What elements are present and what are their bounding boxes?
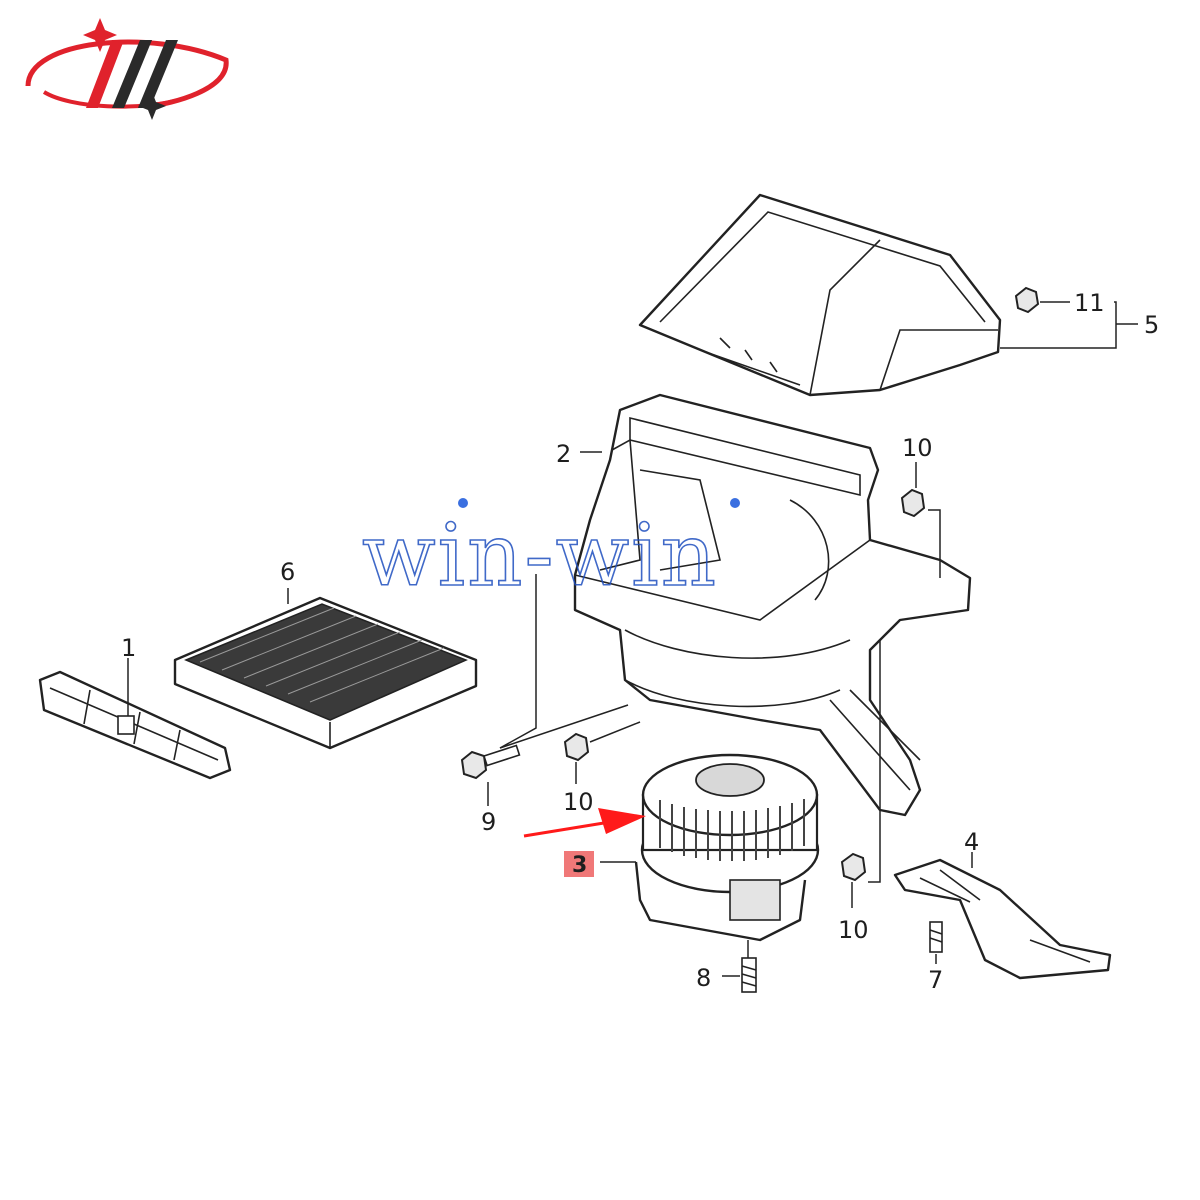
callout-3: 3 (572, 853, 587, 878)
callout-10-bottom: 10 (838, 916, 869, 944)
callout-5: 5 (1144, 311, 1159, 339)
part-6-cabin-filter (173, 596, 478, 750)
nut-10-mid (563, 732, 590, 762)
callout-8: 8 (696, 964, 711, 992)
watermark-dot-right (730, 498, 740, 508)
callout-7: 7 (928, 966, 943, 994)
part-4-resistor-bracket (893, 858, 1112, 980)
callout-6: 6 (280, 558, 295, 586)
part-2-blower-housing (573, 393, 972, 817)
bolt-9 (460, 744, 521, 780)
highlight-arrow (523, 808, 646, 838)
nut-11 (1014, 286, 1040, 314)
callout-9: 9 (481, 808, 496, 836)
leader-lines (127, 301, 1138, 977)
nut-10-top (900, 488, 926, 518)
watermark-text: win-win (362, 506, 718, 606)
screw-8 (741, 957, 757, 993)
part-1-filter-cover (38, 670, 232, 780)
part-3-blower-motor (634, 753, 820, 942)
part-5-intake-duct (638, 193, 1002, 397)
part-3-highlight-box (564, 851, 594, 877)
screw-7 (929, 921, 943, 953)
callout-10-mid: 10 (563, 788, 594, 816)
watermark-dot-left (458, 498, 468, 508)
nut-10-bottom (840, 852, 867, 882)
callout-10-top: 10 (902, 434, 933, 462)
callout-4: 4 (964, 828, 979, 856)
callout-1: 1 (121, 634, 136, 662)
brand-logo (25, 18, 229, 120)
callout-11: 11 (1074, 289, 1105, 317)
callout-2: 2 (556, 440, 571, 468)
